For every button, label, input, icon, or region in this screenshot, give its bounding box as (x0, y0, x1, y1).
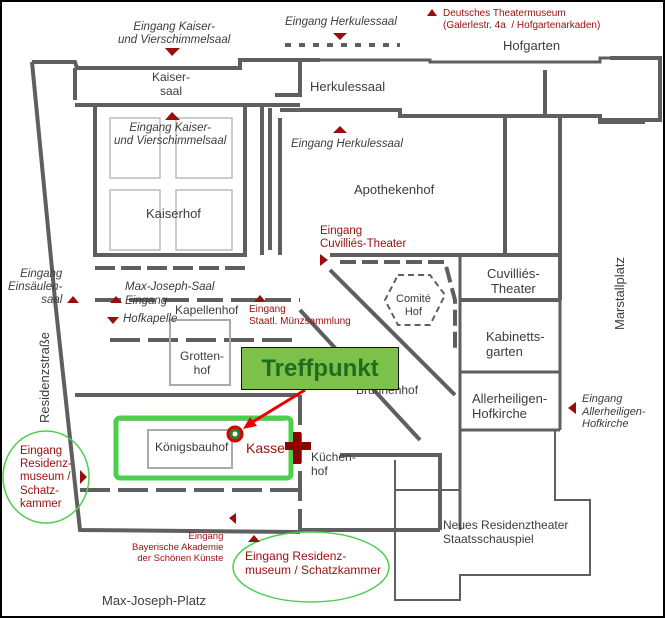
kaiserhof-quadrant (175, 117, 233, 179)
first-aid-cross-icon (285, 432, 311, 464)
label-allerheiligen-hofkirche: Allerheiligen- Hofkirche (472, 391, 548, 421)
entrance-down-icon (107, 317, 119, 324)
label-entrance-kaiser-inner: Eingang Kaiser- und Vierschimmelsaal (114, 122, 227, 148)
kaiserhof-quadrant (109, 117, 161, 179)
entrance-up-icon (254, 295, 266, 302)
label-herkulessaal: Herkulessaal (310, 79, 386, 94)
label-entrance-herkules-top: Eingang Herkulessaal (285, 16, 397, 28)
kaiserhof-quadrant (109, 189, 161, 251)
label-entrance-residenzmuseum-west: Eingang Residenz- museum / Schatz- kamme… (20, 445, 72, 510)
label-entrance-kaiser-top: Eingang Kaiser- und Vierschimmelsaal (118, 21, 231, 47)
label-kasse: Kasse (246, 440, 285, 456)
label-cuvillies-theater: Cuvilliés- Theater (487, 266, 540, 296)
label-entrance-residenzmuseum-south: Eingang Residenz- museum / Schatzkammer (245, 549, 382, 577)
wall (275, 62, 302, 97)
entrance-up-icon (333, 126, 347, 133)
wall-west (30, 61, 301, 534)
wall-residenztheater (394, 430, 591, 601)
wall-diagonal (328, 268, 457, 397)
wall-north-west (32, 58, 320, 70)
label-entrance-cuvillies: Eingang Cuvilliés-Theater (320, 225, 407, 251)
label-entrance-akademie: Eingang Bayerische Akademie der Schönen … (132, 531, 224, 564)
label-residenzstrasse: Residenzstraße (37, 331, 52, 423)
label-kaisersaal: Kaiser- saal (152, 70, 191, 98)
label-grottenhof: Grotten- hof (180, 349, 225, 377)
wall-herkules-south (280, 108, 645, 124)
label-entrance-herkules-inner: Eingang Herkulessaal (291, 138, 403, 150)
label-max-joseph-saal: Max-Joseph-Saal (125, 281, 215, 293)
label-entrance-einsaeulensaal: Eingang Einsäulen- saal (8, 268, 63, 307)
label-kapellenhof: Kapellenhof (175, 303, 239, 317)
wall (340, 260, 457, 350)
highlight-oval-south (232, 531, 390, 603)
highlight-oval-west (2, 430, 90, 524)
entrance-left-icon (568, 402, 576, 414)
label-entrance-allerheiligen: Eingang Allerheiligen- Hofkirche (582, 393, 646, 431)
label-kuechenhof: Küchen- hof (311, 450, 356, 478)
entrance-up-icon (248, 535, 260, 542)
koenigsbauhof-outline (147, 429, 233, 469)
arrow-head (243, 417, 257, 429)
building-walls (30, 43, 662, 601)
wall (330, 253, 562, 300)
entrance-right-icon (80, 470, 87, 484)
label-koenigsbauhof: Königsbauhof (155, 440, 229, 454)
wall-north (285, 56, 660, 64)
grottenhof-outline (169, 319, 231, 386)
wall-comite-hof (383, 274, 447, 326)
entrance-up-icon (427, 9, 437, 16)
label-entrance-muenzsammlung: Eingang Staatl. Münzsammlung (249, 304, 351, 327)
wall (600, 56, 662, 122)
arrow-icon (245, 388, 306, 428)
wall-kaiserhof (93, 105, 247, 257)
label-max-joseph-platz: Max-Joseph-Platz (102, 593, 207, 608)
entrance-down-icon (333, 33, 347, 40)
label-hofgarten: Hofgarten (503, 38, 561, 53)
label-marstallplatz: Marstallplatz (612, 257, 627, 330)
entrance-markers (67, 9, 576, 542)
entrance-up-icon (67, 296, 79, 303)
entrance-down-icon (165, 48, 180, 56)
label-apothekenhof: Apothekenhof (354, 182, 435, 197)
label-entrance-hofkapelle: Hofkapelle (123, 313, 178, 325)
label-comitehof: Comité Hof (396, 293, 431, 318)
entrance-up-icon (165, 112, 180, 120)
wall (340, 453, 442, 530)
entrance-up-icon (110, 296, 122, 303)
label-kabinettsgarten: Kabinetts- garten (486, 329, 545, 359)
entrance-right-icon (320, 254, 328, 266)
entrance-left-icon (229, 513, 236, 524)
label-residenztheater: Neues Residenztheater Staatsschauspiel (443, 518, 569, 546)
label-theatermuseum: Deutsches Theatermuseum (Galerlestr. 4a … (443, 8, 601, 31)
label-entrance-eingang: Eingang (125, 295, 168, 307)
kaiserhof-quadrant (175, 189, 233, 251)
treffpunkt-callout: Treffpunkt (241, 347, 399, 390)
label-kaiserhof: Kaiserhof (146, 206, 201, 221)
